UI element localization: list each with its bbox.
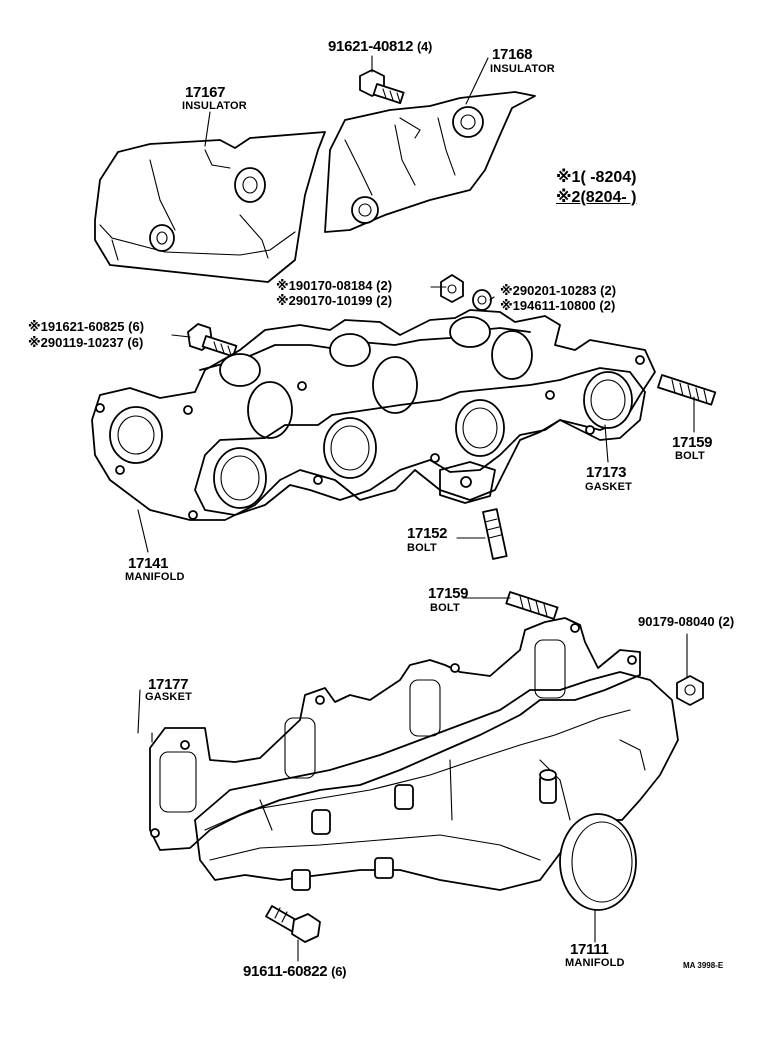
stud-17152-drawing [482,508,508,560]
part-number-17173: 17173 [586,464,627,481]
part-name-17159-lower: BOLT [430,602,460,614]
part-name-17111: MANIFOLD [565,957,625,969]
part-name-17168: INSULATOR [490,63,555,75]
part-name-17159-upper: BOLT [675,450,705,462]
legend-line-2: ※2(8204- ) [556,189,637,206]
part-name-17177: GASKET [145,691,193,703]
nut-90170-drawing [440,274,464,303]
part-number-17168: 17168 [492,46,533,63]
part-number-17141: 17141 [128,555,169,572]
part-name-17167: INSULATOR [182,100,247,112]
bolt-91611-60822-drawing [265,905,321,943]
part-number-17111: 17111 [570,941,609,958]
nut-90179-drawing [676,675,704,706]
bolt-91621-40812-drawing [359,69,405,105]
stud-17159-upper-drawing [657,374,717,406]
manifold-17111-drawing [194,671,679,911]
part-number-91611-60822: 91611-60822 (6) [243,963,347,980]
part-number-94611-10800: ※194611-10800 (2) [500,298,616,313]
part-number-17177: 17177 [148,676,189,693]
bolt-91621-60825-drawing [187,323,238,358]
part-name-17173: GASKET [585,481,633,493]
part-number-91621-40812: 91621-40812 (4) [328,38,432,55]
part-number-17159-upper: 17159 [672,434,713,451]
part-number-90201-10283: ※290201-10283 (2) [500,283,617,298]
manifold-17141-drawing [91,309,656,521]
leader-lines [137,55,695,962]
part-name-17152: BOLT [407,542,437,554]
part-number-90170-08184: ※190170-08184 (2) [276,278,393,293]
insulator-17168-drawing [324,91,536,233]
part-number-90170-10199: ※290170-10199 (2) [276,293,393,308]
insulator-17167-drawing [94,131,326,283]
part-number-17152: 17152 [407,525,448,542]
part-number-91621-60825: ※191621-60825 (6) [28,319,145,334]
part-name-17141: MANIFOLD [125,571,185,583]
drawing-code: MA 3998-E [683,961,724,970]
legend-line-1: ※1( -8204) [556,169,637,186]
part-number-17167: 17167 [185,84,226,101]
part-number-90179-08040: 90179-08040 (2) [638,614,735,629]
washer-94611-drawing [472,289,492,311]
stud-17159-lower-drawing [505,591,559,620]
gasket-17177-drawing [149,617,641,851]
part-number-17159-lower: 17159 [428,585,469,602]
part-number-90119-10237: ※290119-10237 (6) [28,335,144,350]
